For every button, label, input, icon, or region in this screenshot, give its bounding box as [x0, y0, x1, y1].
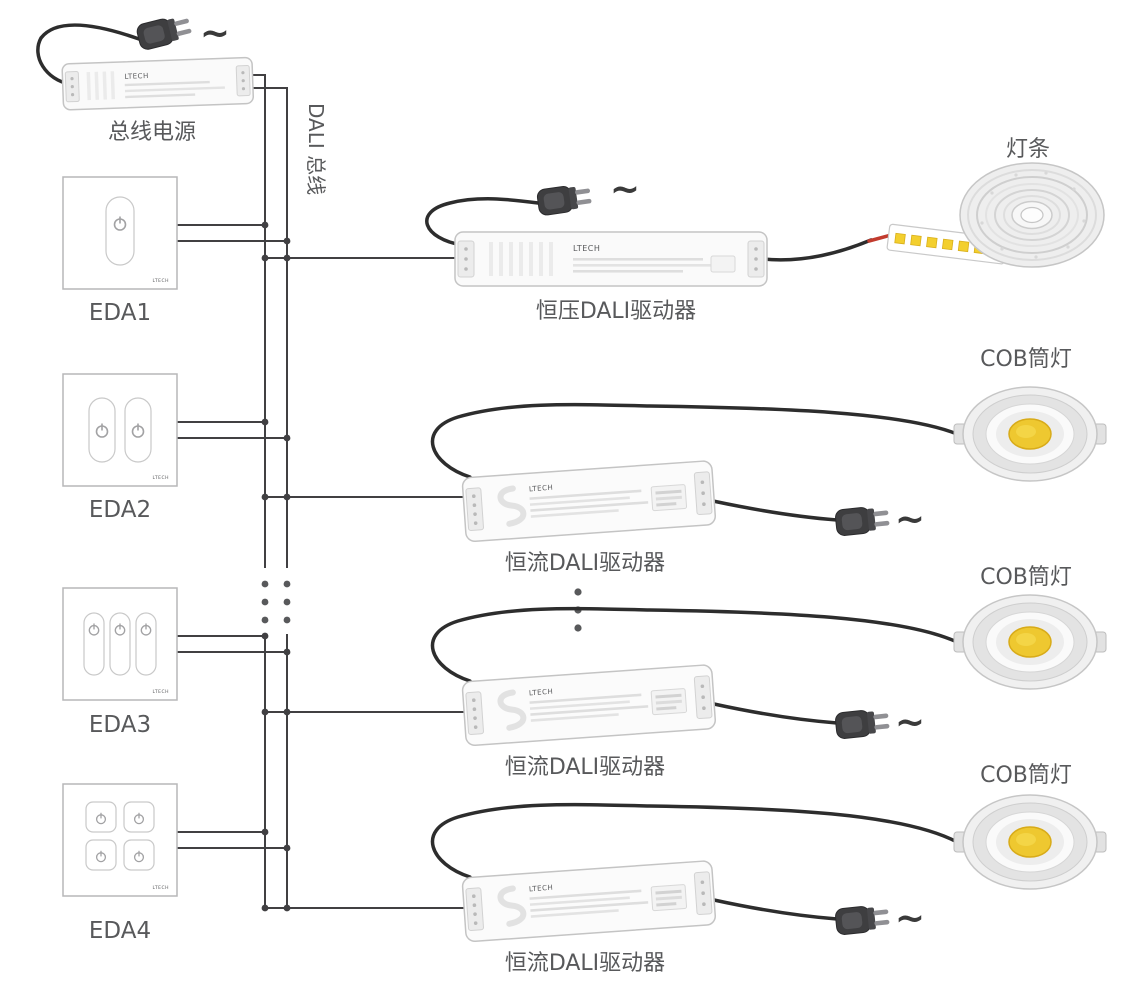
led-strip-red-wire	[867, 233, 893, 243]
ac-plug-icon-cc3	[834, 903, 891, 936]
cc-driver-label-1: 恒流DALI驱动器	[505, 551, 665, 576]
cord-cv-output	[761, 238, 873, 262]
cord-cc3-plug	[712, 898, 839, 921]
wall-panel-eda3: LTECH	[62, 587, 178, 701]
led-chip	[957, 240, 970, 253]
junction-dots	[261, 221, 291, 912]
led-strip-reel	[959, 162, 1105, 268]
led-chip	[910, 234, 922, 247]
led-strip-label: 灯条	[1006, 137, 1050, 162]
ac-symbol-cv: ~	[610, 169, 640, 210]
wall-panel-eda2: LTECH	[62, 373, 178, 487]
panel-brand-text: LTECH	[152, 278, 169, 284]
reel-texture-dots	[980, 171, 1086, 259]
panel-brand-text: LTECH	[152, 689, 169, 695]
cc-driver-label-3: 恒流DALI驱动器	[505, 951, 665, 976]
dali-bus-line-b	[243, 87, 288, 908]
cord-cc1-plug	[711, 499, 839, 522]
panel-button	[83, 612, 105, 676]
connection-wires	[177, 224, 465, 909]
power-cords	[36, 23, 959, 921]
wall-panel-eda1: LTECH	[62, 176, 178, 290]
cord-cv-plug	[425, 197, 540, 247]
panel-brand-text: LTECH	[152, 885, 169, 891]
cc-dali-driver-1	[462, 461, 716, 542]
wall-panel-eda4: LTECH	[62, 783, 178, 897]
panel-button	[109, 612, 131, 676]
downlight-label-3: COB筒灯	[980, 763, 1072, 788]
dali-bus-lines	[243, 74, 288, 908]
bus-continuation-dots	[261, 580, 291, 624]
panel-button	[135, 612, 157, 676]
led-chip	[894, 232, 906, 245]
panel-label-eda3: EDA3	[89, 712, 151, 738]
bus-power-label: 总线电源	[108, 120, 196, 145]
cord-cc1-output	[430, 402, 959, 479]
ac-plug-icon-psu	[135, 12, 194, 52]
cord-psu-plug	[36, 23, 141, 86]
cob-downlight-3	[953, 794, 1107, 890]
cord-cc2-output	[430, 606, 959, 683]
cord-cc3-output	[430, 802, 959, 879]
cv-dali-driver	[453, 230, 769, 288]
panel-label-eda4: EDA4	[89, 918, 151, 944]
cv-driver-label: 恒压DALI驱动器	[536, 299, 696, 324]
bus-power-supply	[60, 55, 256, 112]
panel-label-eda1: EDA1	[89, 300, 151, 326]
led-chip	[941, 238, 954, 251]
panel-label-eda2: EDA2	[89, 497, 151, 523]
ac-plug-icon-cv	[535, 182, 594, 217]
cc-dali-driver-2	[462, 665, 716, 746]
cord-cc2-plug	[712, 702, 839, 725]
ac-symbol-cc2: ~	[895, 702, 925, 743]
cc-driver-label-2: 恒流DALI驱动器	[505, 755, 665, 780]
panel-brand-text: LTECH	[152, 475, 169, 481]
dali-bus-label: DALI 总线	[304, 103, 328, 195]
panel-button	[105, 196, 135, 266]
ac-plug-icon-cc2	[834, 707, 891, 740]
ac-symbol-psu: ~	[200, 13, 230, 54]
dali-bus-line-a	[243, 74, 266, 908]
cob-downlight-2	[953, 594, 1107, 690]
led-chip	[926, 236, 938, 249]
ac-symbol-cc1: ~	[895, 499, 925, 540]
downlight-label-1: COB筒灯	[980, 347, 1072, 372]
ac-plug-icon-cc1	[834, 504, 891, 537]
cc-dali-driver-3	[462, 861, 716, 942]
cob-downlight-1	[953, 386, 1107, 482]
ac-symbol-cc3: ~	[895, 898, 925, 939]
downlight-label-2: COB筒灯	[980, 565, 1072, 590]
